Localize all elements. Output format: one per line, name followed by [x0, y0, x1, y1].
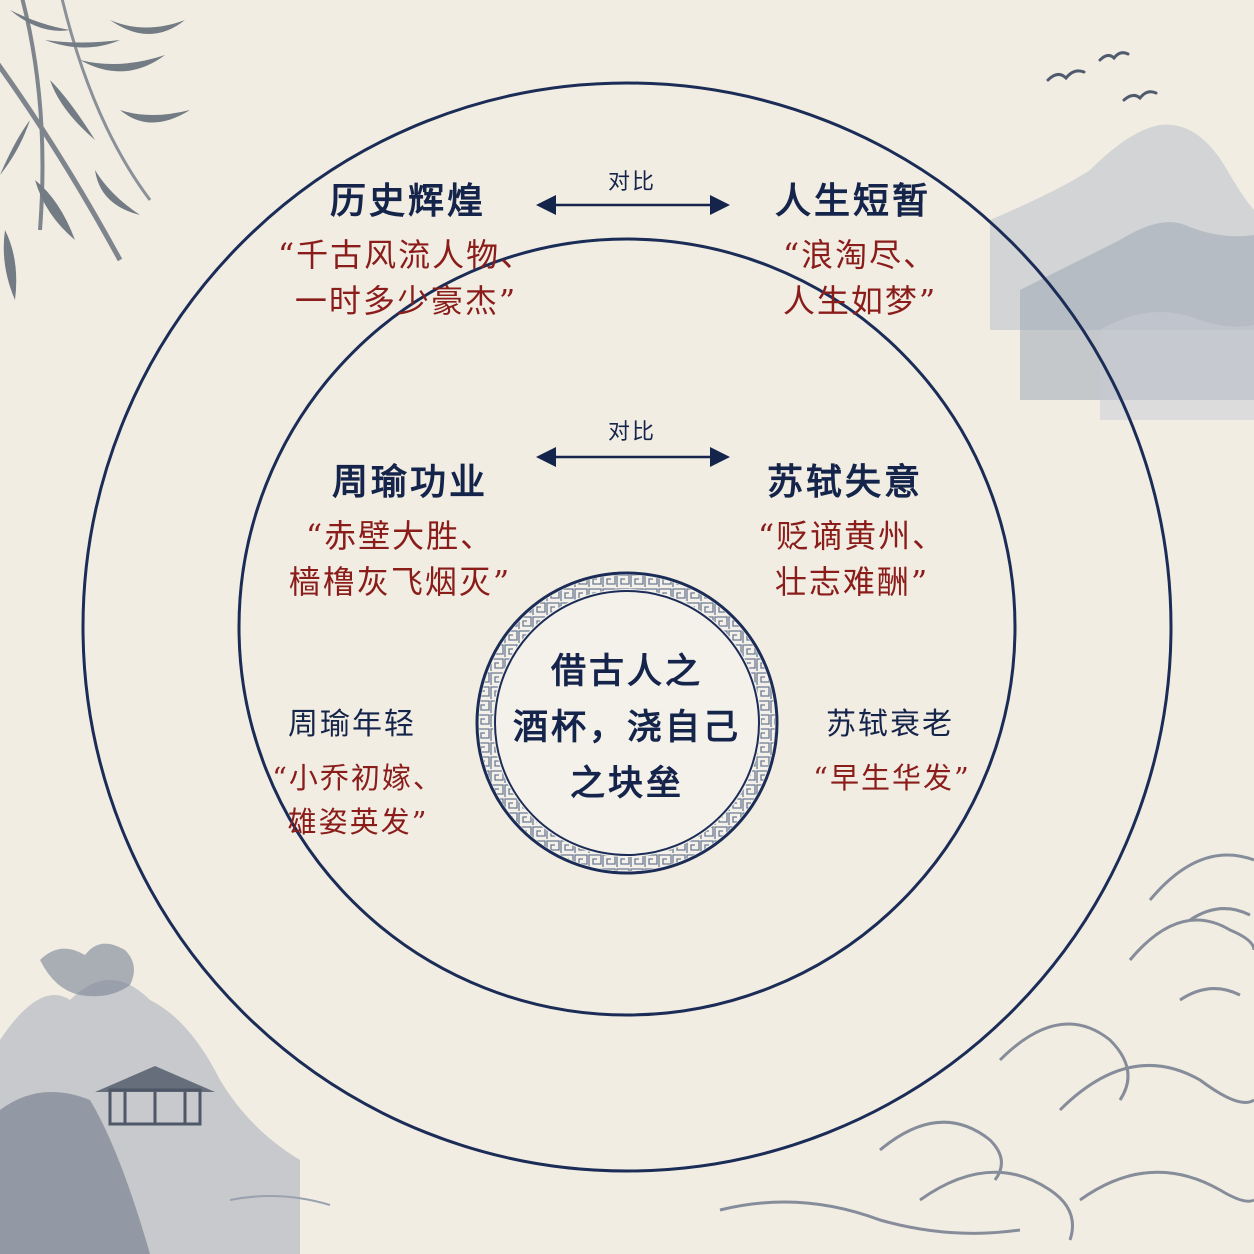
history-glory-heading: 历史辉煌 — [329, 180, 487, 222]
life-brief-quote: “浪淘尽、 人生如梦” — [783, 232, 937, 324]
core-disc — [475, 571, 779, 875]
zhouyu-youth-quote-line: “小乔初嫁、 — [272, 761, 444, 795]
history-glory-quote: “千古风流人物、 一时多少豪杰” — [278, 232, 534, 324]
history-glory-quote-line: 一时多少豪杰” — [294, 282, 518, 320]
life-brief-quote-line: “浪淘尽、 — [782, 236, 938, 274]
outer-contrast-label: 对比 — [607, 170, 657, 195]
core-message-line: 之块垒 — [569, 763, 685, 804]
sushi-frustration-quote-line: 壮志难酬” — [774, 563, 930, 601]
sushi-aging-quote: “早生华发” — [813, 756, 971, 800]
life-brief-quote-line: 人生如梦” — [782, 282, 938, 320]
zhouyu-achievement-quote: “赤壁大胜、 樯橹灰飞烟灭” — [289, 513, 511, 605]
history-glory-quote-line: “千古风流人物、 — [277, 236, 535, 274]
zhouyu-youth-quote: “小乔初嫁、 雄姿英发” — [272, 756, 444, 844]
middle-contrast-label: 对比 — [607, 420, 657, 445]
zhouyu-achievement-heading: 周瑜功业 — [331, 461, 489, 503]
life-brief-heading: 人生短暂 — [774, 180, 932, 222]
sushi-frustration-quote: “贬谪黄州、 壮志难酬” — [758, 513, 946, 605]
bamboo-icon — [0, 0, 190, 300]
zhouyu-youth-heading: 周瑜年轻 — [288, 707, 416, 742]
zhouyu-achievement-quote-line: “赤壁大胜、 — [305, 517, 495, 555]
bird-icon — [1046, 51, 1158, 102]
pavilion-icon — [0, 943, 331, 1254]
wave-icon — [719, 853, 1254, 1241]
outer-ring — [81, 81, 1173, 1173]
mountain-icon — [990, 124, 1254, 420]
sushi-frustration-quote-line: “贬谪黄州、 — [757, 517, 947, 555]
core-message-line: 酒杯，浇自己 — [512, 707, 742, 748]
middle-ring — [237, 237, 1017, 1017]
zhouyu-achievement-quote-line: 樯橹灰飞烟灭” — [288, 563, 512, 601]
sushi-frustration-heading: 苏轼失意 — [766, 461, 924, 503]
sushi-aging-quote-line: “早生华发” — [813, 761, 971, 795]
zhouyu-youth-quote-line: 雄姿英发” — [287, 805, 429, 839]
core-inner-ring — [494, 590, 760, 856]
core-message-line: 借古人之 — [550, 651, 704, 692]
sushi-aging-heading: 苏轼衰老 — [826, 707, 954, 742]
core-fret-border — [479, 575, 775, 871]
core-message: 借古人之 酒杯，浇自己 之块垒 — [513, 644, 741, 812]
